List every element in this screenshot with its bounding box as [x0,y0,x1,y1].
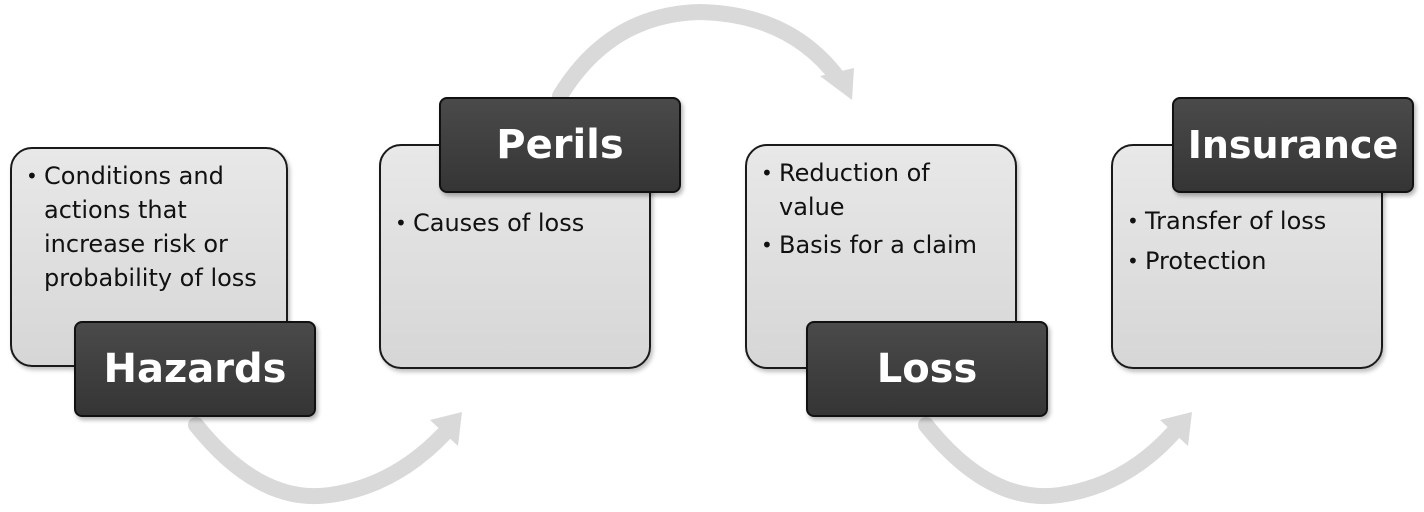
insurance-bullet-1: Transfer of loss [1127,204,1367,238]
arrow-hazards-to-perils [188,417,460,505]
insurance-bullets: Transfer of loss Protection [1127,204,1367,278]
arrow-perils-to-loss [552,3,846,104]
insurance-bullet-2: Protection [1127,244,1367,278]
arrowhead-loss-to-insurance [1160,412,1192,446]
perils-label: Perils [439,97,681,193]
loss-label: Loss [806,321,1048,417]
arrow-loss-to-insurance [918,417,1188,505]
hazards-bullets: Conditions and actions that increase ris… [26,159,272,295]
arrowhead-perils-to-loss [820,68,854,100]
arrowhead-hazards-to-perils [430,412,462,446]
perils-bullet-1: Causes of loss [395,206,635,240]
hazards-label: Hazards [74,321,316,417]
loss-bullet-2: Basis for a claim [761,228,1001,262]
perils-bullets: Causes of loss [395,206,635,240]
insurance-label: Insurance [1172,97,1414,193]
loss-bullets: Reduction of value Basis for a claim [761,156,1001,262]
hazards-bullet-1: Conditions and actions that increase ris… [26,159,272,295]
loss-bullet-1: Reduction of value [761,156,969,224]
